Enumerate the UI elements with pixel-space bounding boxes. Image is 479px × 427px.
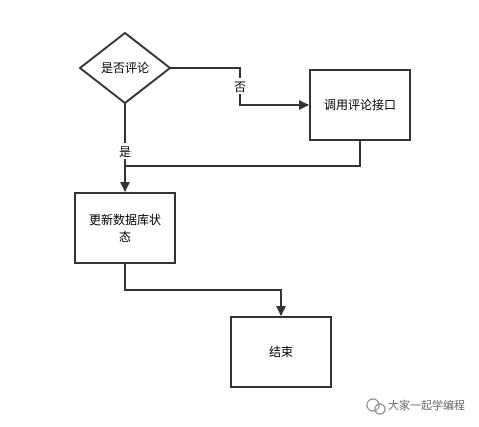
decision-node: 是否评论 [78,31,172,105]
call-comment-api-node: 调用评论接口 [309,69,411,141]
edge-to-end [124,263,286,316]
edge-no-label: 否 [234,80,246,94]
edge-yes-label: 是 [119,145,131,159]
watermark-text: 大家一起学编程 [388,398,465,412]
watermark: 大家一起学编程 [366,398,465,415]
edge-api-return [125,140,361,167]
update-db-label-line1: 更新数据库状 [89,212,161,227]
update-db-label-line2: 态 [119,230,131,244]
call-comment-api-label: 调用评论接口 [324,97,396,112]
end-label: 结束 [269,345,293,359]
update-db-node: 更新数据库状 态 [74,192,176,264]
edge-no-label-bg [233,78,247,94]
wechat-icon [366,398,386,415]
edge-yes-label-bg [118,143,132,159]
end-node: 结束 [230,316,332,388]
decision-label: 是否评论 [101,61,149,75]
